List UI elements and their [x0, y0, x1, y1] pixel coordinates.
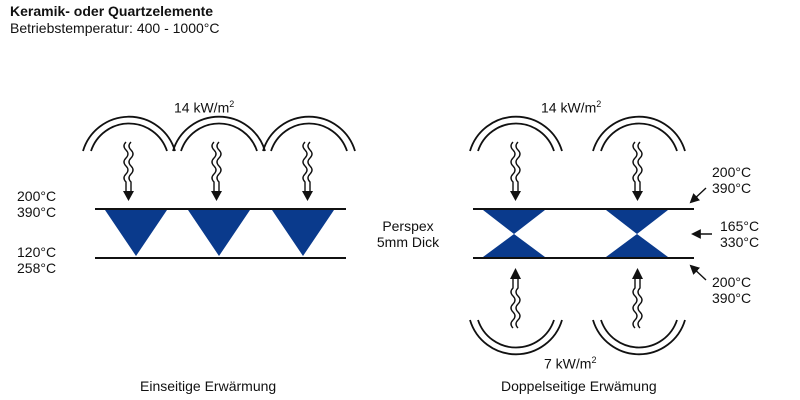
right-heat-zone-bottom-2	[606, 234, 668, 257]
right-bottom-surface-temp: 200°C 390°C	[712, 274, 752, 306]
left-radiation-arrow-3	[302, 141, 313, 201]
right-top-heater-element-2	[592, 115, 686, 152]
right-plate	[473, 208, 694, 259]
left-heat-zone-3	[272, 210, 334, 256]
left-heater-element-1	[82, 115, 176, 152]
left-heater-element-2	[172, 115, 266, 152]
right-core-temp: 165°C 330°C	[720, 218, 760, 250]
right-temp-pointers	[689, 187, 712, 281]
left-caption: Einseitige Erwärmung	[140, 378, 277, 394]
right-heat-zone-bottom-1	[483, 234, 545, 257]
right-caption: Doppelseitige Erwämung	[501, 378, 657, 394]
right-bottom-heater-element-2	[592, 319, 686, 356]
left-bottom-surface-temp: 120°C 258°C	[17, 244, 57, 276]
left-heater-element-3	[262, 115, 356, 152]
left-radiation-arrows	[123, 141, 313, 201]
material-label: Perspex 5mm Dick	[376, 218, 440, 250]
right-bottom-radiation-arrow-1	[510, 268, 521, 329]
right-bottom-heater-element-1	[469, 319, 563, 356]
top-surface-temp-arrow	[689, 187, 707, 204]
diagram-subtitle: Betriebstemperatur: 400 - 1000°C	[10, 20, 220, 36]
left-flux-label: 14 kW/m2	[174, 99, 235, 116]
bottom-surface-temp-arrow	[689, 264, 707, 281]
right-top-radiation-arrows	[510, 141, 643, 201]
left-heat-zone-1	[105, 210, 167, 256]
right-bottom-flux-label: 7 kW/m2	[544, 355, 597, 372]
left-plate	[95, 208, 346, 259]
left-heaters	[82, 115, 356, 152]
left-radiation-arrow-2	[211, 141, 222, 201]
right-bottom-radiation-arrows	[510, 268, 643, 329]
left-heat-zone-2	[188, 210, 250, 256]
diagram-title: Keramik- oder Quartzelemente	[10, 3, 214, 19]
left-top-surface-temp: 200°C 390°C	[17, 188, 57, 220]
right-top-heater-element-1	[469, 115, 563, 152]
left-radiation-arrow-1	[123, 141, 134, 201]
right-heat-zone-top-2	[606, 210, 668, 234]
right-top-radiation-arrow-2	[632, 141, 643, 201]
right-bottom-heaters	[469, 319, 686, 356]
right-top-flux-label: 14 kW/m2	[541, 99, 602, 116]
right-top-heaters	[469, 115, 686, 152]
right-heat-zone-top-1	[483, 210, 545, 234]
right-top-surface-temp: 200°C 390°C	[712, 164, 752, 196]
right-top-radiation-arrow-1	[510, 141, 521, 201]
right-bottom-radiation-arrow-2	[632, 268, 643, 329]
